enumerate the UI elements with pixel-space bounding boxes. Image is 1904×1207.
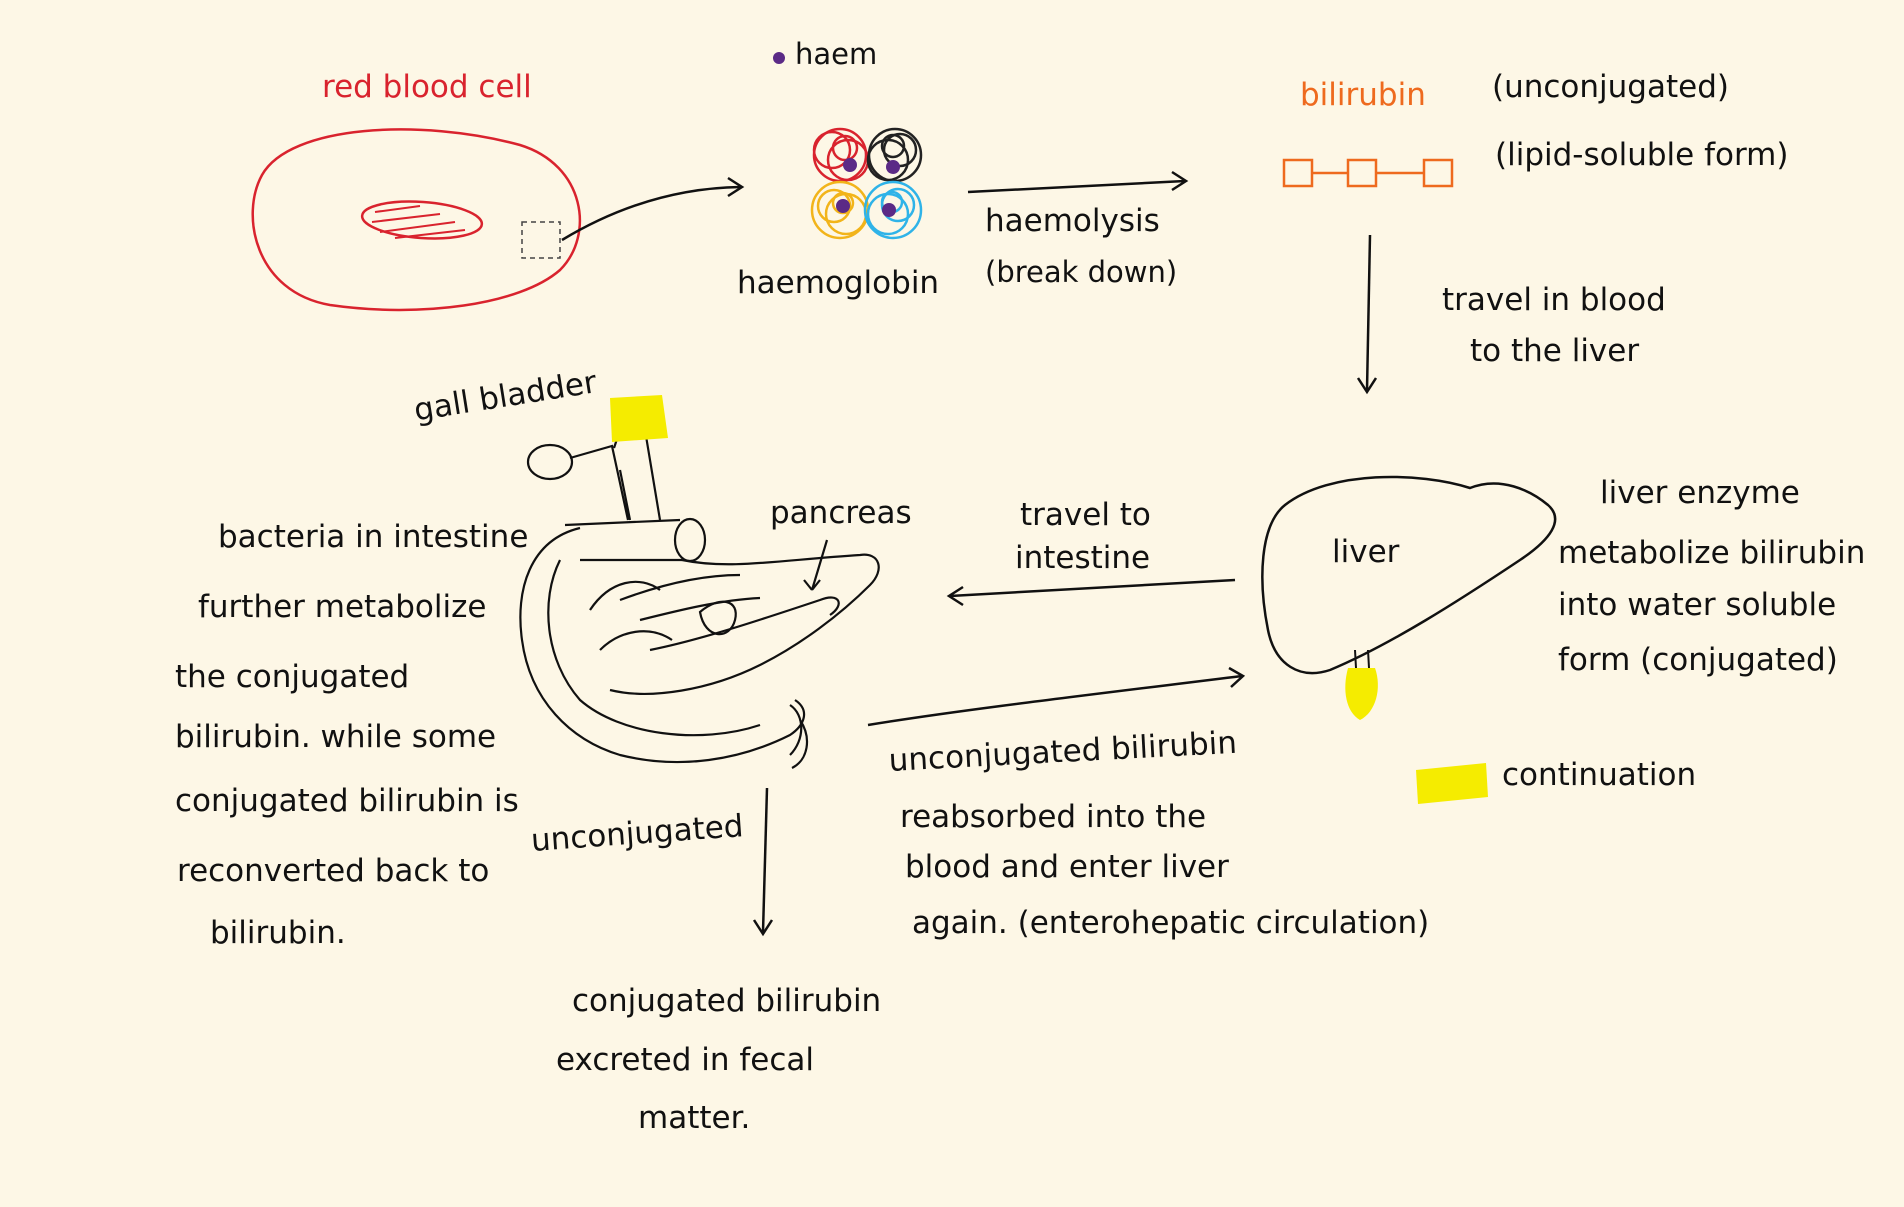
bilirubin-chain [1282,158,1454,188]
haem-dot [882,203,896,217]
continuation-marker-gallbladder [610,395,668,442]
arrow-rbc-to-haemoglobin [561,185,741,242]
gall-bladder [526,443,574,481]
label-break-down: (break down) [985,255,1178,289]
label-red-blood-cell: red blood cell [322,69,532,105]
label-reabsorbed-line2: reabsorbed into the [900,799,1207,835]
label-excreted-line1: conjugated bilirubin [572,983,882,1019]
label-travel-blood-line2: to the liver [1470,333,1640,369]
label-travel-intestine-line2: intestine [1015,540,1151,576]
label-unconjugated: (unconjugated) [1492,69,1729,105]
label-bilirubin: bilirubin [1300,77,1426,113]
label-liver-enzyme-line4: form (conjugated) [1558,642,1838,678]
arrow-enterohepatic [867,674,1243,727]
arrow-haemolysis [967,179,1186,194]
label-haemoglobin: haemoglobin [737,265,940,301]
label-liver: liver [1332,534,1400,570]
label-haem: haem [795,37,878,71]
arrow-to-liver [1365,234,1372,391]
label-reabsorbed-line4: again. (enterohepatic circulation) [912,905,1430,941]
label-travel-intestine-line1: travel to [1020,497,1151,533]
haemoglobin-molecule [810,127,923,240]
haem-dot [843,158,857,172]
label-bacteria-line4: bilirubin. while some [175,719,497,755]
label-excreted-line3: matter. [638,1100,751,1136]
label-bacteria-line1: bacteria in intestine [218,519,529,555]
label-liver-enzyme-line2: metabolize bilirubin [1558,535,1866,571]
rbc-zoom-box [521,221,561,259]
liver-gallbladder-marker [1345,649,1378,720]
legend-continuation-label: continuation [1502,757,1697,793]
red-blood-cell [251,128,582,312]
continuation-legend-swatch [1416,763,1488,804]
arrow-to-intestine [949,578,1236,598]
haem-dot [836,199,850,213]
label-bacteria-line7: bilirubin. [210,915,346,951]
digestive-system [519,411,880,769]
label-bacteria-line6: reconverted back to [177,853,490,889]
haem-dot [886,160,900,174]
arrow-to-excretion [761,787,769,933]
label-pancreas: pancreas [770,495,912,531]
label-bacteria-line2: further metabolize [198,589,487,625]
label-bacteria-line5: conjugated bilirubin is [175,783,519,819]
label-liver-enzyme-line1: liver enzyme [1600,475,1800,511]
label-travel-blood-line1: travel in blood [1442,282,1666,318]
label-bacteria-line3: the conjugated [175,659,410,695]
label-excreted-line2: excreted in fecal [556,1042,815,1078]
liver-shape [1261,475,1557,675]
haem-legend-dot [773,52,785,64]
label-liver-enzyme-line3: into water soluble [1558,587,1837,623]
rbc-nucleus [360,200,484,240]
label-lipid-soluble: (lipid-soluble form) [1495,137,1789,173]
label-haemolysis: haemolysis [985,203,1160,239]
label-reabsorbed-line3: blood and enter liver [905,849,1229,885]
